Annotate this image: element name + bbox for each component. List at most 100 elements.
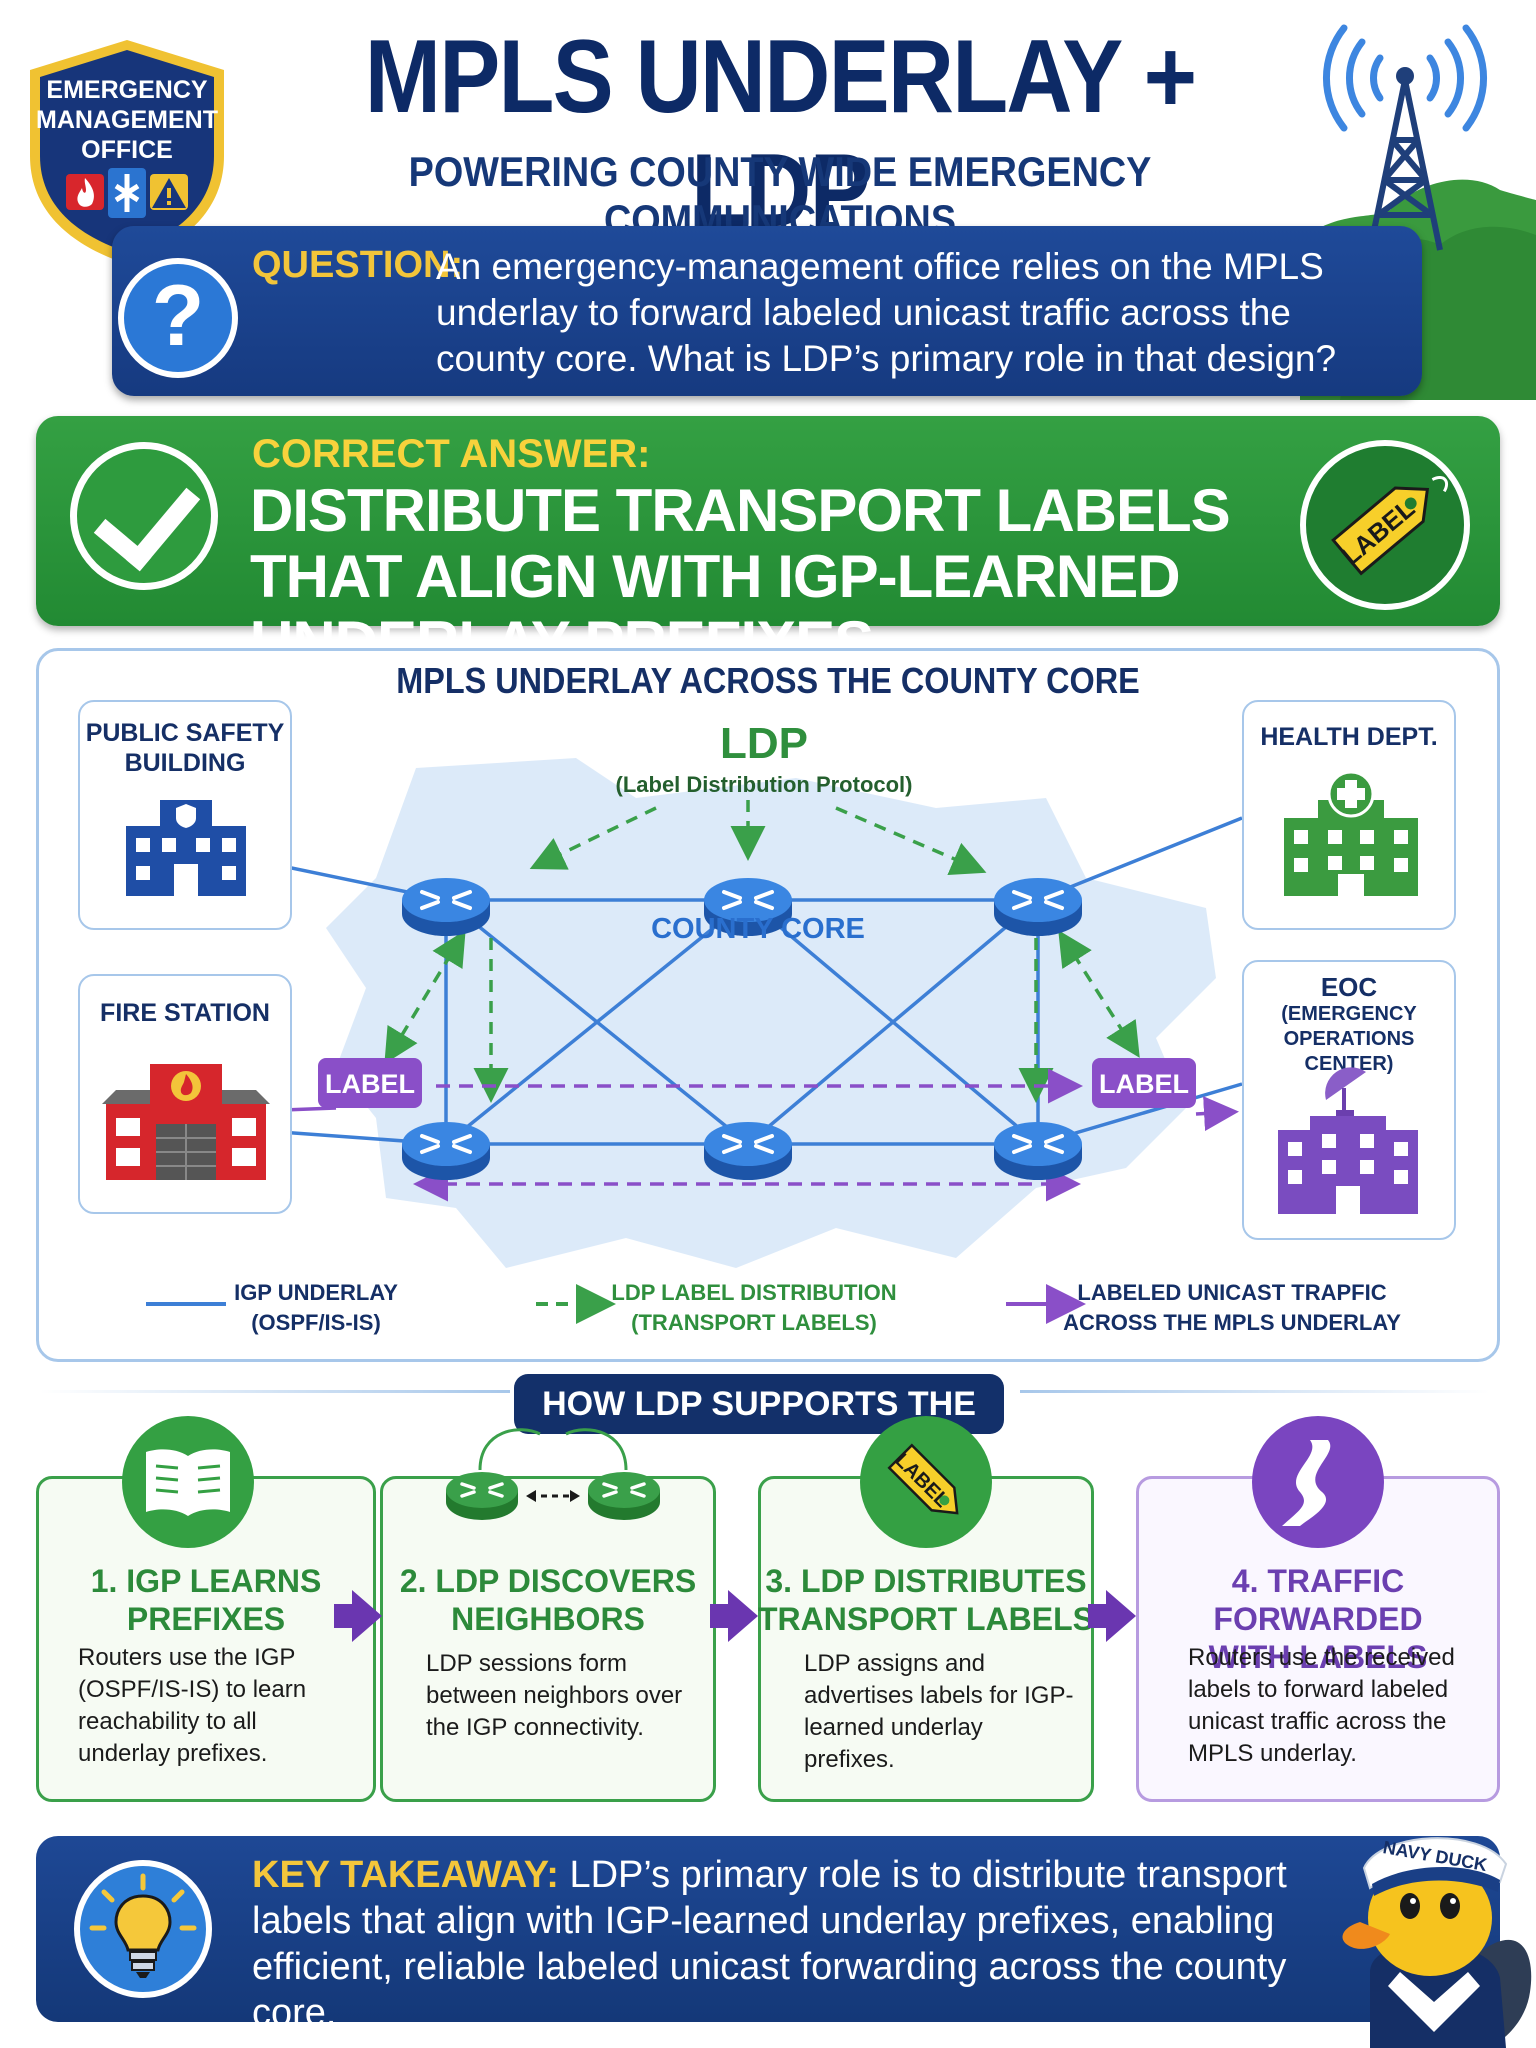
network-diagram: COUNTY CORE LDP (Label Distribution Prot… (146, 719, 1401, 1335)
ldp-neighbor-icon (446, 1428, 660, 1520)
label-tag-icon: LABEL (887, 1443, 959, 1515)
router-icon (402, 878, 490, 936)
takeaway-panel (36, 1836, 1500, 2022)
fire-icon (66, 174, 104, 210)
answer-panel (36, 416, 1500, 626)
step-title-line: TRANSPORT LABELS (758, 1601, 1094, 1637)
open-book-icon (146, 1449, 230, 1516)
legend-igp-line2: (OSPF/IS-IS) (251, 1310, 381, 1335)
satellite-dish-icon (1325, 1067, 1366, 1118)
step-2-text: LDP sessions form between neighbors over… (426, 1650, 683, 1741)
router-icon (588, 1472, 660, 1520)
step-title-line: WITH LABELS (1208, 1639, 1428, 1675)
legend-ldp-line2: (TRANSPORT LABELS) (631, 1310, 877, 1335)
step-arrow-3 (1088, 1590, 1136, 1642)
label-badge-left: LABEL (318, 1058, 422, 1108)
step-arrow-1 (334, 1590, 382, 1642)
step-title-line: 1. IGP LEARNS (90, 1563, 322, 1599)
road-path-icon (1282, 1440, 1331, 1526)
takeaway-label: KEY TAKEAWAY: (252, 1854, 559, 1896)
step-title-line: PREFIXES (126, 1601, 286, 1637)
router-icon (446, 1472, 518, 1520)
igp-link (444, 898, 750, 1146)
ldp-subtitle: (Label Distribution Protocol) (616, 772, 913, 797)
igp-links (223, 816, 1243, 1146)
step-title-line: 3. LDP DISTRIBUTES (765, 1563, 1087, 1599)
site-title-line: EOC (1320, 972, 1378, 1002)
step-title-line: 4. TRAFFIC FORWARDED (1213, 1563, 1423, 1637)
site-health-title: HEALTH DEPT. (1260, 723, 1438, 751)
legend-igp-line1: IGP UNDERLAY (234, 1280, 398, 1305)
site-public-safety-title: PUBLIC SAFETY BUILDING (78, 718, 292, 778)
step-1-title: 1. IGP LEARNS PREFIXES (36, 1562, 376, 1638)
county-core-label: COUNTY CORE (651, 913, 865, 945)
steps-heading: HOW LDP SUPPORTS THE DESIGN (514, 1374, 1004, 1483)
label-badge-text: LABEL (325, 1069, 415, 1099)
step-4-icon-circle (1252, 1416, 1384, 1548)
site-eoc-title: EOC (EMERGENCY OPERATIONS CENTER) (1242, 972, 1456, 1077)
step-4-text: Routers use the received labels to forwa… (1188, 1644, 1455, 1767)
police-building-icon (126, 800, 246, 896)
checkmark-icon (70, 442, 218, 590)
traffic-arrow (1195, 1096, 1239, 1132)
legend: IGP UNDERLAY (OSPF/IS-IS) LDP LABEL DIST… (146, 1280, 1401, 1335)
site-title-line: PUBLIC SAFETY (85, 719, 285, 747)
site-title-line: OPERATIONS CENTER) (1283, 1028, 1415, 1075)
ldp-arrows (384, 800, 1140, 1103)
page-subtitle: POWERING COUNTY WIDE EMERGENCY COMMUNICA… (408, 148, 1152, 243)
step-title-line: NEIGHBORS (451, 1601, 645, 1637)
ldp-arrow (1058, 930, 1140, 1058)
site-title-line: BUILDING (124, 749, 246, 777)
takeaway-text: KEY TAKEAWAY: LDP’s primary role is to d… (252, 1852, 1322, 2036)
question-panel (112, 226, 1422, 396)
router-icons (400, 876, 1084, 1182)
step-1-text: Routers use the IGP (OSPF/IS-IS) to lear… (78, 1644, 307, 1767)
fire-station-icon (102, 1064, 270, 1180)
county-map-shape (326, 758, 1216, 1268)
section-divider (1020, 1390, 1490, 1393)
logo-text-line1: EMERGENCY (46, 76, 207, 104)
step-card-2 (380, 1476, 716, 1802)
question-label: QUESTION: (252, 244, 464, 286)
step-3-text: LDP assigns and advertises labels for IG… (804, 1650, 1074, 1773)
legend-traffic-line2: ACROSS THE MPLS UNDERLAY (1063, 1310, 1401, 1335)
step-3-title: 3. LDP DISTRIBUTES TRANSPORT LABELS (758, 1562, 1094, 1638)
lightbulb-icon (74, 1860, 212, 1998)
label-badge-text: LABEL (1099, 1069, 1189, 1099)
answer-text: DISTRIBUTE TRANSPORT LABELS THAT ALIGN W… (250, 477, 1231, 676)
label-tag-icon: LABEL (1300, 440, 1470, 610)
ldp-arrow (529, 806, 657, 870)
hospital-building-icon (1284, 770, 1418, 896)
medical-star-icon (108, 168, 146, 218)
section-divider (40, 1390, 510, 1393)
router-icon (400, 1120, 492, 1182)
ldp-arrow (384, 930, 466, 1064)
diagram-title: MPLS UNDERLAY ACROSS THE COUNTY CORE (396, 660, 1140, 701)
logo-text-line3: OFFICE (81, 136, 173, 164)
router-icon (992, 1120, 1084, 1182)
step-2-title: 2. LDP DISCOVERS NEIGHBORS (380, 1562, 716, 1638)
answer-label: CORRECT ANSWER: (252, 432, 651, 476)
step-title-line: 2. LDP DISCOVERS (399, 1563, 697, 1599)
navy-duck-mascot: NAVY DUCK (1342, 1837, 1532, 2048)
legend-ldp-line1: LDP LABEL DISTRIBUTION (611, 1280, 896, 1305)
question-text: An emergency-management office relies on… (436, 246, 1337, 379)
warning-icon (150, 174, 188, 210)
question-mark-icon: ? (118, 258, 238, 378)
site-fire-station-title: FIRE STATION (100, 999, 270, 1027)
legend-traffic-line1: LABELED UNICAST TRAPFIC (1077, 1280, 1386, 1305)
ldp-title: LDP (720, 719, 808, 768)
site-title-line: (EMERGENCY (1281, 1003, 1417, 1025)
emergency-management-logo: EMERGENCY MANAGEMENT OFFICE (30, 40, 224, 264)
eoc-building-icon (1278, 1067, 1418, 1214)
logo-text-line2: MANAGEMENT (36, 106, 218, 134)
router-icon (702, 1120, 794, 1182)
label-badge-right: LABEL (1092, 1058, 1196, 1108)
ldp-arrow (835, 806, 987, 876)
router-icon (992, 876, 1084, 938)
step-arrow-2 (710, 1590, 758, 1642)
step-4-title: 4. TRAFFIC FORWARDED WITH LABELS (1136, 1562, 1500, 1676)
page-title: MPLS UNDERLAY + LDP (364, 19, 1197, 250)
igp-link (746, 898, 1040, 1146)
takeaway-body: LDP’s primary role is to distribute tran… (252, 1854, 1287, 2034)
